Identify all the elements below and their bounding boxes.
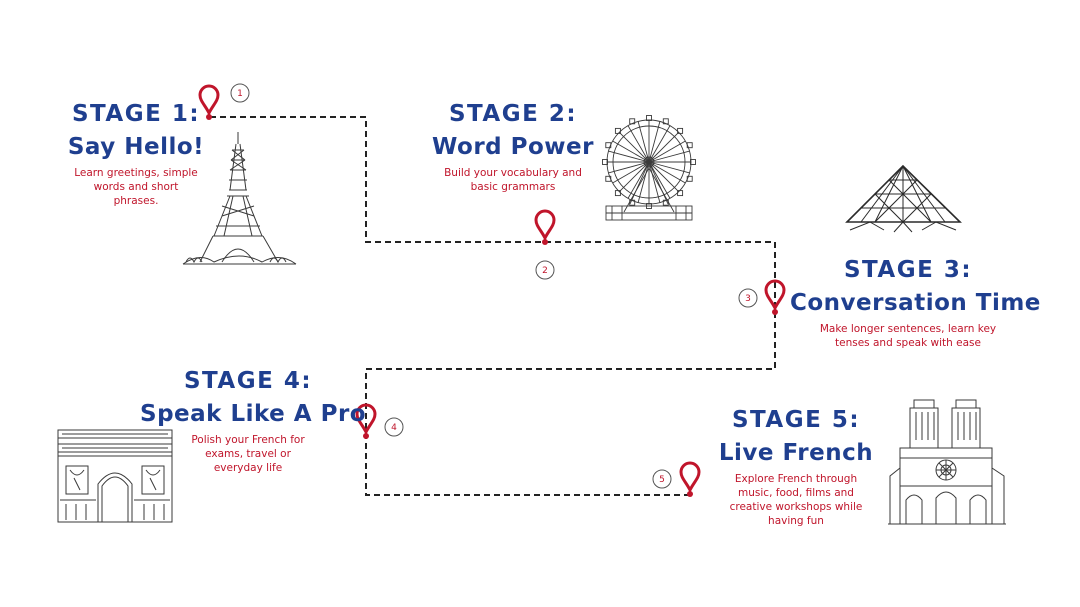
stage-4-subtitle: Speak Like A Pro bbox=[140, 401, 367, 427]
stage-number-label: 2 bbox=[542, 266, 548, 276]
stage-2-heading: STAGE 2: bbox=[448, 101, 578, 127]
stage-2-subtitle: Word Power bbox=[431, 134, 594, 160]
stage-number-label: 3 bbox=[745, 294, 751, 304]
location-pin-icon bbox=[198, 84, 220, 120]
stage-5-heading: STAGE 5: bbox=[731, 407, 861, 433]
stage-4-block: STAGE 4: Speak Like A Pro Polish your Fr… bbox=[140, 365, 367, 475]
pins-layer: 1 2 3 4 5 bbox=[198, 83, 786, 497]
location-pin-icon bbox=[764, 279, 786, 315]
stage-2-block: STAGE 2: Word Power Build your vocabular… bbox=[420, 98, 606, 194]
stage-5-block: STAGE 5: Live French Explore French thro… bbox=[716, 404, 876, 528]
eiffel-tower-icon bbox=[182, 132, 297, 265]
stage-3-heading: STAGE 3: bbox=[843, 257, 973, 283]
stage-5-description: Explore French through music, food, film… bbox=[729, 473, 863, 527]
location-pin-icon bbox=[534, 209, 556, 245]
arc-de-triomphe-icon bbox=[57, 429, 173, 523]
stage-3-subtitle: Conversation Time bbox=[790, 290, 1041, 316]
stage-4-heading: STAGE 4: bbox=[183, 368, 313, 394]
stage-number-badge: 5 bbox=[652, 469, 672, 489]
location-pin-icon bbox=[355, 403, 377, 439]
stage-number-label: 4 bbox=[391, 423, 397, 433]
stage-number-badge: 1 bbox=[230, 83, 250, 103]
stage-4-description: Polish your French for exams, travel or … bbox=[191, 434, 305, 474]
stage-1-description: Learn greetings, simple words and short … bbox=[74, 167, 198, 207]
ferris-wheel-icon bbox=[602, 115, 696, 221]
notre-dame-icon bbox=[888, 399, 1006, 525]
stage-3-block: STAGE 3: Conversation Time Make longer s… bbox=[790, 254, 1041, 350]
stage-1-block: STAGE 1: Say Hello! Learn greetings, sim… bbox=[48, 98, 224, 208]
louvre-pyramid-icon bbox=[845, 164, 962, 233]
stage-number-label: 5 bbox=[659, 475, 665, 485]
stage-2-description: Build your vocabulary and basic grammars bbox=[444, 167, 582, 193]
stage-number-badge: 4 bbox=[384, 417, 404, 437]
stage-1-heading: STAGE 1: bbox=[71, 101, 201, 127]
stage-3-description: Make longer sentences, learn key tenses … bbox=[819, 323, 997, 349]
location-pin-icon bbox=[679, 461, 701, 497]
stage-5-subtitle: Live French bbox=[718, 440, 874, 466]
stage-number-badge: 3 bbox=[738, 288, 758, 308]
stage-number-label: 1 bbox=[237, 89, 243, 99]
stage-number-badge: 2 bbox=[535, 260, 555, 280]
stage-1-subtitle: Say Hello! bbox=[67, 134, 205, 160]
